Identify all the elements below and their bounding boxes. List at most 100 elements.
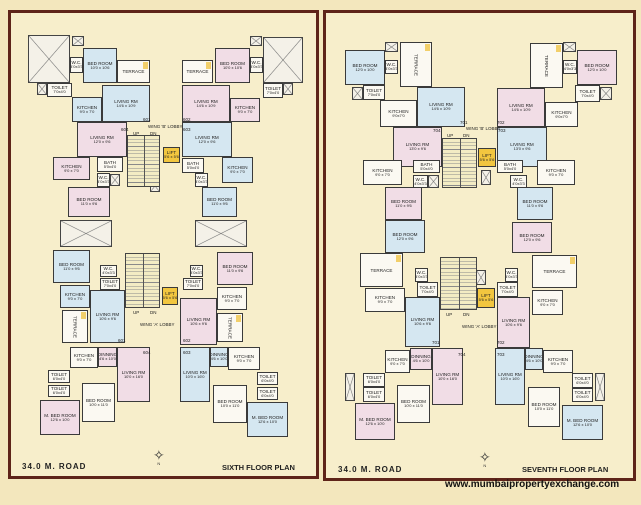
room-label: LIVING RM [501, 317, 526, 323]
stair-direction-label: DN [463, 312, 470, 317]
room-terrace: TERRACE [532, 255, 577, 288]
road-label-seventh: 34.0 M. ROAD [338, 465, 403, 474]
room-size: 9'0 x 7'0 [224, 297, 240, 303]
room-size: 12'6 x 10'0 [257, 418, 278, 424]
duct-shaft-icon [60, 220, 112, 247]
room-size: 10'6 x 9'6 [99, 315, 116, 321]
room-terrace: TERRACE [217, 313, 243, 342]
room-label: LIFT [165, 291, 175, 297]
room-size: 10'0 x 11'0 [404, 403, 423, 409]
room-label: LIFT [482, 152, 492, 158]
room-label: BED ROOM [219, 60, 245, 66]
room-w-c: W.C.4'0x3'3 [505, 268, 518, 282]
stair-direction-label: UP [133, 310, 140, 315]
website-watermark[interactable]: www.mumbaipropertyexchange.com [445, 479, 620, 490]
room-size: 4'0x3'3 [512, 180, 525, 186]
room-size: 4'0x3'3 [414, 180, 427, 186]
room-label: KITCHEN [537, 297, 558, 303]
room-size: 9'0 x 7'0 [548, 171, 564, 177]
room-label: BATH [504, 161, 516, 167]
room-size: 12'0 x 9'6 [523, 236, 541, 242]
room-label: KITCHEN [76, 104, 98, 110]
room-size: 5'6 x 5'6 [479, 156, 495, 162]
duct-shaft-icon [345, 373, 355, 401]
duct-shaft-icon [352, 87, 363, 100]
room-size: 5'6 x 5'6 [164, 154, 179, 160]
room-size: 6'0x4'0 [576, 379, 589, 385]
room-size: 7'0x4'0 [581, 92, 594, 98]
room-label: TERRACE [370, 267, 393, 273]
stair-direction-label: UP [133, 131, 140, 136]
room-size: 7'0x4'0 [367, 91, 381, 97]
room-size: 14'6 x 10'9 [431, 106, 451, 112]
room-size: 7'0x4'0 [186, 283, 200, 289]
room-size: 6'0x4'0 [576, 394, 589, 400]
room-size: 4'0x3'3 [385, 66, 398, 72]
room-size: 5'6 x 5'6 [478, 297, 494, 303]
room-label: TOILET [574, 375, 591, 381]
room-terrace: TERRACE [62, 310, 88, 343]
room-size: 12'6 x 10'0 [365, 420, 385, 426]
room-label: LIVING RM [435, 371, 460, 377]
room-size: 9'0 x 7'0 [236, 357, 252, 363]
duct-shaft-icon [600, 87, 612, 100]
room-size: 4'0x3'3 [195, 179, 208, 185]
room-size: 12'6 x 10'0 [572, 421, 593, 427]
lobby-label: WING 'A' LOBBY [462, 324, 497, 329]
room-label: BED ROOM [531, 402, 557, 408]
room-label: LIVING RM [95, 311, 120, 317]
road-label-sixth: 34.0 M. ROAD [22, 462, 87, 471]
room-label: W.C. [98, 175, 109, 181]
room-w-c: W.C.4'0x3'3 [385, 60, 398, 74]
room-label: W.C. [416, 270, 427, 276]
room-size: 9'0x7'0 [555, 113, 568, 119]
room-label: W.C. [565, 62, 575, 68]
room-size: 9'0 x 7'0 [377, 299, 393, 305]
room-w-c: W.C.4'0x3'3 [250, 57, 263, 73]
room-w-c: W.C.4'0x3'3 [195, 173, 208, 187]
room-size: 10'6 x 9'6 [414, 321, 431, 327]
room-label: TOILET [366, 389, 382, 395]
room-label: TERRACE [544, 54, 549, 77]
lobby-label: WING 'B' LOBBY [148, 124, 183, 129]
room-label: BATH [420, 161, 433, 167]
room-label: BED ROOM [390, 198, 416, 204]
room-label: KITCHEN [61, 163, 82, 169]
room-label: TOILET [574, 390, 591, 396]
room-w-c: W.C.4'0x3'3 [70, 57, 83, 73]
unit-number: 702 [497, 120, 505, 125]
room-size: 9'0 x 7'0 [64, 167, 79, 173]
room-size: 4'0x3'3 [415, 274, 428, 280]
room-size: 11'0 x 9'6 [526, 202, 544, 208]
room-size: 14'6 x 10'9 [196, 102, 216, 108]
room-size: 14'6 x 10'9 [511, 106, 531, 112]
stair-direction-label: DN [150, 310, 157, 315]
staircase [440, 257, 477, 310]
room-label: KITCHEN [64, 291, 86, 297]
room-label: KITCHEN [374, 295, 396, 301]
room-label: BED ROOM [584, 62, 610, 68]
room-label: DINNING [411, 354, 431, 360]
room-size: 9'0x7'0 [392, 112, 405, 118]
room-size: 7'0x4'0 [421, 288, 434, 294]
duct-shaft-icon [428, 175, 439, 188]
